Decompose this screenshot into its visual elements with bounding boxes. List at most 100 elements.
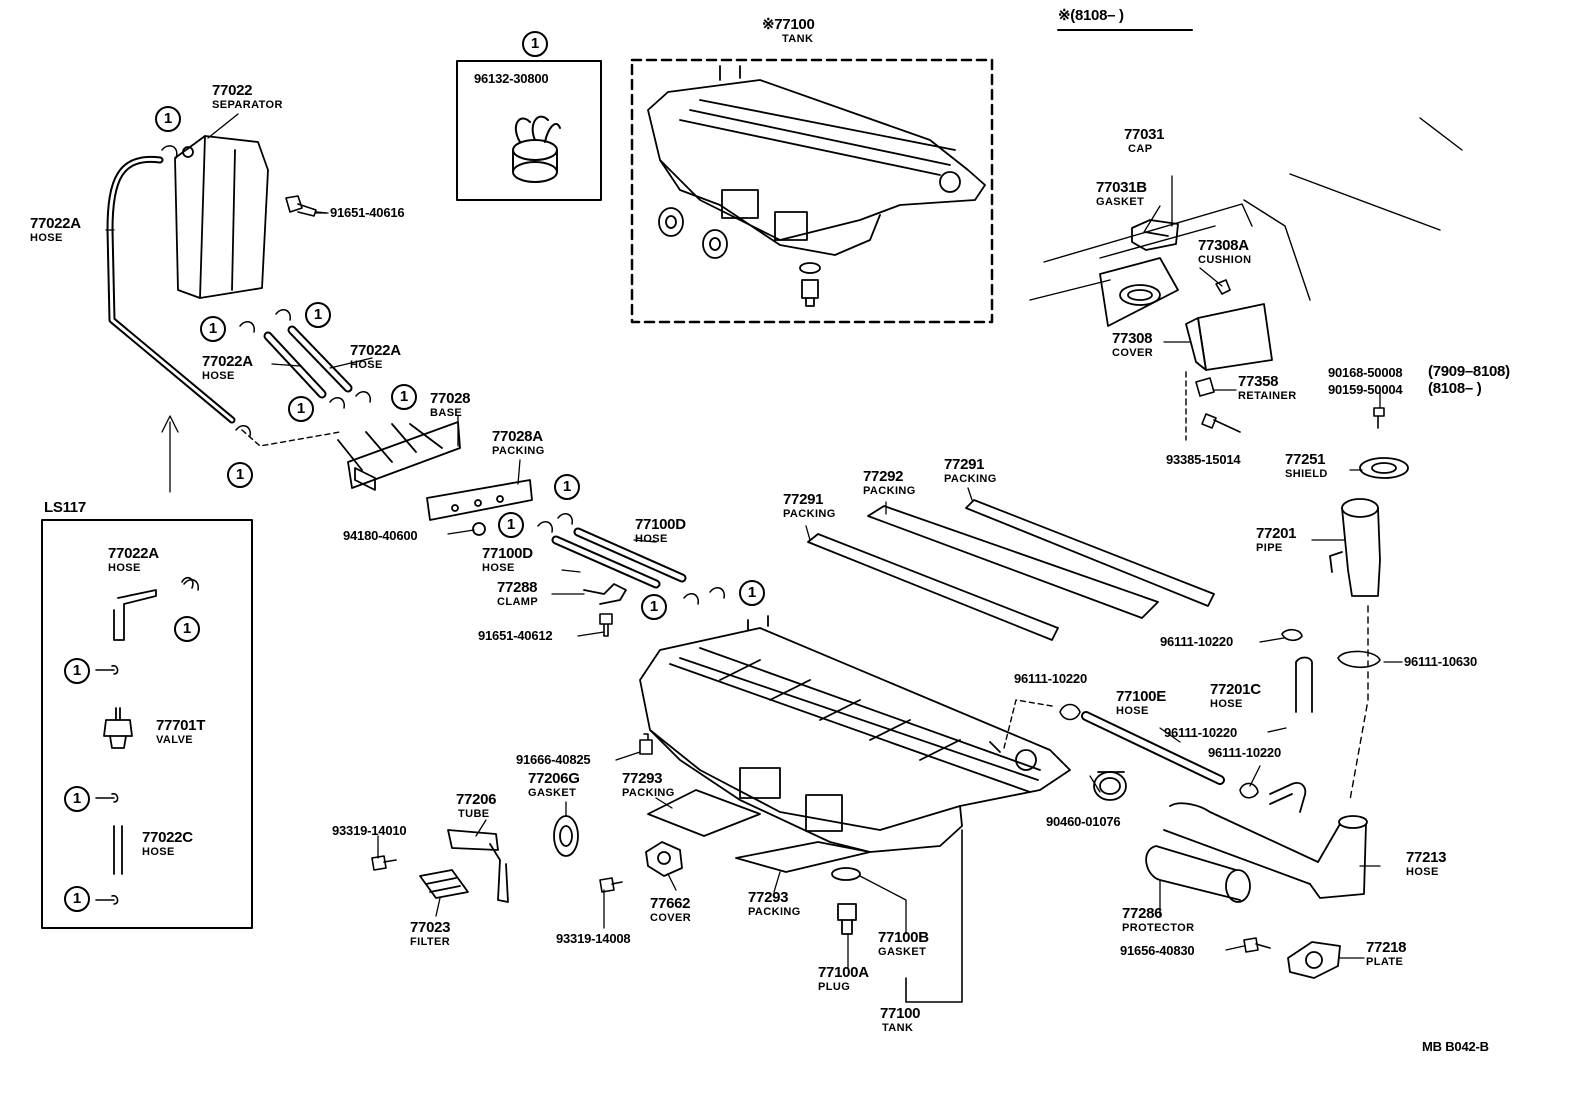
callout-1-ls-d: 1 — [64, 886, 90, 912]
ls-hose-c-part: 77022C — [142, 829, 193, 846]
clip-96111-10220-upper-drawing — [1282, 630, 1302, 641]
bolt-91651-40616-part: 91651-40616 — [330, 205, 405, 220]
hose-77213-part: 77213 — [1406, 849, 1447, 866]
hose-d2-name: HOSE — [482, 562, 515, 574]
nut-94180-drawing — [473, 523, 485, 535]
clamp-90460-drawing — [1094, 772, 1126, 800]
shield-name: SHIELD — [1285, 468, 1328, 480]
ls-hose-a-name: HOSE — [108, 562, 141, 574]
plug-name: PLUG — [818, 981, 851, 993]
hose-d1-name: HOSE — [635, 533, 668, 545]
base-dashed-link — [242, 430, 340, 446]
callout-1-clamp-inset: 1 — [522, 31, 548, 57]
retainer-part: 77358 — [1238, 373, 1279, 390]
bolt-93319-14008-part: 93319-14008 — [556, 931, 631, 946]
hose-77213-name: HOSE — [1406, 866, 1439, 878]
packing-77291a-name: PACKING — [783, 508, 836, 520]
cover-77308-drawing — [1186, 304, 1272, 370]
bolt-93319-14010-part: 93319-14010 — [332, 823, 407, 838]
tube-77206-drawing — [448, 830, 508, 902]
packing-base-name: PACKING — [492, 445, 545, 457]
clamp-inset-frame — [457, 61, 601, 200]
callout-1-c: 1 — [305, 302, 331, 328]
plate-part: 77218 — [1366, 939, 1407, 956]
callout-1-f: 1 — [227, 462, 253, 488]
clip-96111-10220-lower-drawing — [1240, 783, 1258, 797]
packing-77291b-part: 77291 — [944, 456, 985, 473]
hose-a3-part: 77022A — [202, 353, 253, 370]
shield-part: 77251 — [1285, 451, 1326, 468]
hose-left-part: 77022A — [30, 215, 81, 232]
separator-drawing — [175, 136, 268, 298]
callout-1-a: 1 — [155, 106, 181, 132]
filter-part: 77023 — [410, 919, 451, 936]
ls-hose-c-name: HOSE — [142, 846, 175, 858]
base-drawing — [338, 422, 460, 490]
hoses-77100d-inner — [556, 532, 682, 584]
packing-77293b-drawing — [736, 842, 870, 872]
callout-1-h: 1 — [498, 512, 524, 538]
bolt-91651-40612-part: 91651-40612 — [478, 628, 553, 643]
cap-name: CAP — [1128, 143, 1153, 155]
packing-77293a-name: PACKING — [622, 787, 675, 799]
gasket-77206g-drawing — [554, 816, 578, 856]
ls117-hose-c-drawing — [114, 826, 122, 874]
bolt-93385-part: 93385-15014 — [1166, 452, 1241, 467]
clip-96111-c-part: 96111-10220 — [1014, 671, 1087, 686]
gasket-77100b-drawing — [832, 868, 860, 880]
hose-e-part: 77100E — [1116, 688, 1166, 705]
plug-77100a-drawing — [838, 904, 856, 934]
leader-lines — [106, 114, 1402, 968]
ls117-clip-drawing — [182, 578, 193, 588]
hose-77213-drawing — [1164, 803, 1367, 898]
plug-part: 77100A — [818, 964, 869, 981]
packing-77293b-name: PACKING — [748, 906, 801, 918]
callout-1-b: 1 — [200, 316, 226, 342]
clip-96111-10630-drawing — [1338, 651, 1380, 667]
callout-1-j: 1 — [641, 594, 667, 620]
pipe-dashed-link — [1350, 606, 1368, 800]
tank-inset-grommets — [659, 208, 820, 306]
tube-part: 77206 — [456, 791, 497, 808]
protector-name: PROTECTOR — [1122, 922, 1195, 934]
main-tank-drawing — [640, 616, 1070, 852]
gasket-206g-name: GASKET — [528, 787, 577, 799]
cover-77662-part: 77662 — [650, 895, 691, 912]
packing-77292-drawing — [868, 506, 1158, 618]
screw-90159-part: 90159-50004 — [1328, 382, 1403, 397]
hose-e-name: HOSE — [1116, 705, 1149, 717]
ls117-frame — [42, 520, 252, 928]
small-clip-icons — [162, 146, 724, 604]
tank-inset-part: ※77100 — [762, 16, 815, 33]
cushion-name: CUSHION — [1198, 254, 1252, 266]
car-body-outline — [1030, 118, 1462, 300]
tank-main-part: 77100 — [880, 1005, 921, 1022]
tube-name: TUBE — [458, 808, 490, 820]
clamp-77288-name: CLAMP — [497, 596, 539, 608]
hose-201c-name: HOSE — [1210, 698, 1243, 710]
packing-77292-part: 77292 — [863, 468, 904, 485]
packing-77293b-part: 77293 — [748, 889, 789, 906]
gasket-cap-part: 77031B — [1096, 179, 1147, 196]
tank-dashed-link — [1004, 700, 1052, 748]
clip-96111-a-part: 96111-10220 — [1160, 634, 1233, 649]
gasket-cap-name: GASKET — [1096, 196, 1145, 208]
hose-a2-name: HOSE — [350, 359, 383, 371]
hose-a2-part: 77022A — [350, 342, 401, 359]
hose-77100e-inner — [1086, 716, 1220, 780]
nut-94180-part: 94180-40600 — [343, 528, 418, 543]
ls-valve-name: VALVE — [156, 734, 194, 746]
packing-77293a-drawing — [648, 790, 760, 836]
clamp-90460-part: 90460-01076 — [1046, 814, 1121, 829]
base-part: 77028 — [430, 390, 471, 407]
cushion-drawing — [1216, 280, 1230, 294]
tank-main-name: TANK — [882, 1022, 914, 1034]
protector-part: 77286 — [1122, 905, 1163, 922]
callout-1-e: 1 — [391, 384, 417, 410]
shield-drawing — [1360, 458, 1408, 478]
clip-96111-10220-mid-drawing — [1060, 705, 1080, 720]
tank-inset-frame — [632, 60, 992, 322]
hose-elbow-small-drawing — [1270, 783, 1305, 812]
screw-9016x-drawing — [1374, 408, 1384, 428]
